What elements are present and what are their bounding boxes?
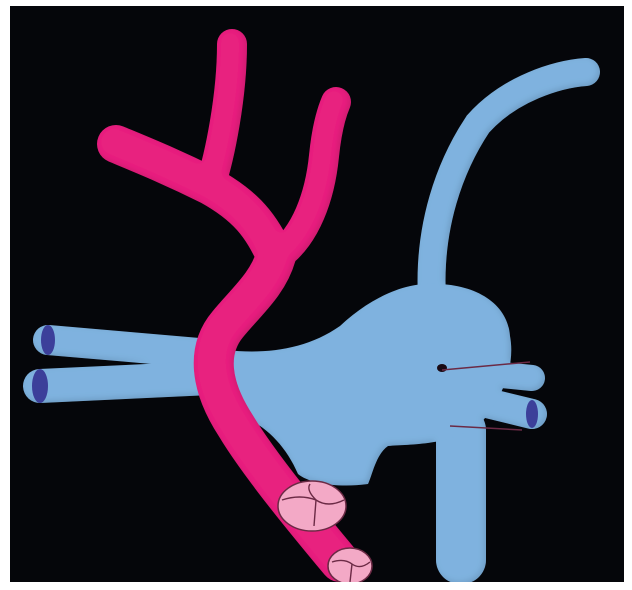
vein-opening — [437, 364, 447, 372]
artery-right-branch — [278, 102, 336, 256]
vein-ascending-branch — [432, 72, 586, 298]
vessel-illustration — [10, 6, 624, 582]
artery-left-branch — [116, 144, 276, 258]
cap-left-upper — [41, 325, 55, 355]
cap-left-lower — [32, 369, 48, 403]
artery-mid-branch — [210, 44, 232, 186]
cap-right-lower — [526, 400, 538, 428]
valve-middle — [278, 481, 346, 531]
vein-left-upper-branch — [48, 340, 210, 354]
figure-canvas — [10, 6, 624, 582]
vein-left-lower-branch — [40, 378, 210, 386]
valve-bottom — [328, 548, 372, 582]
